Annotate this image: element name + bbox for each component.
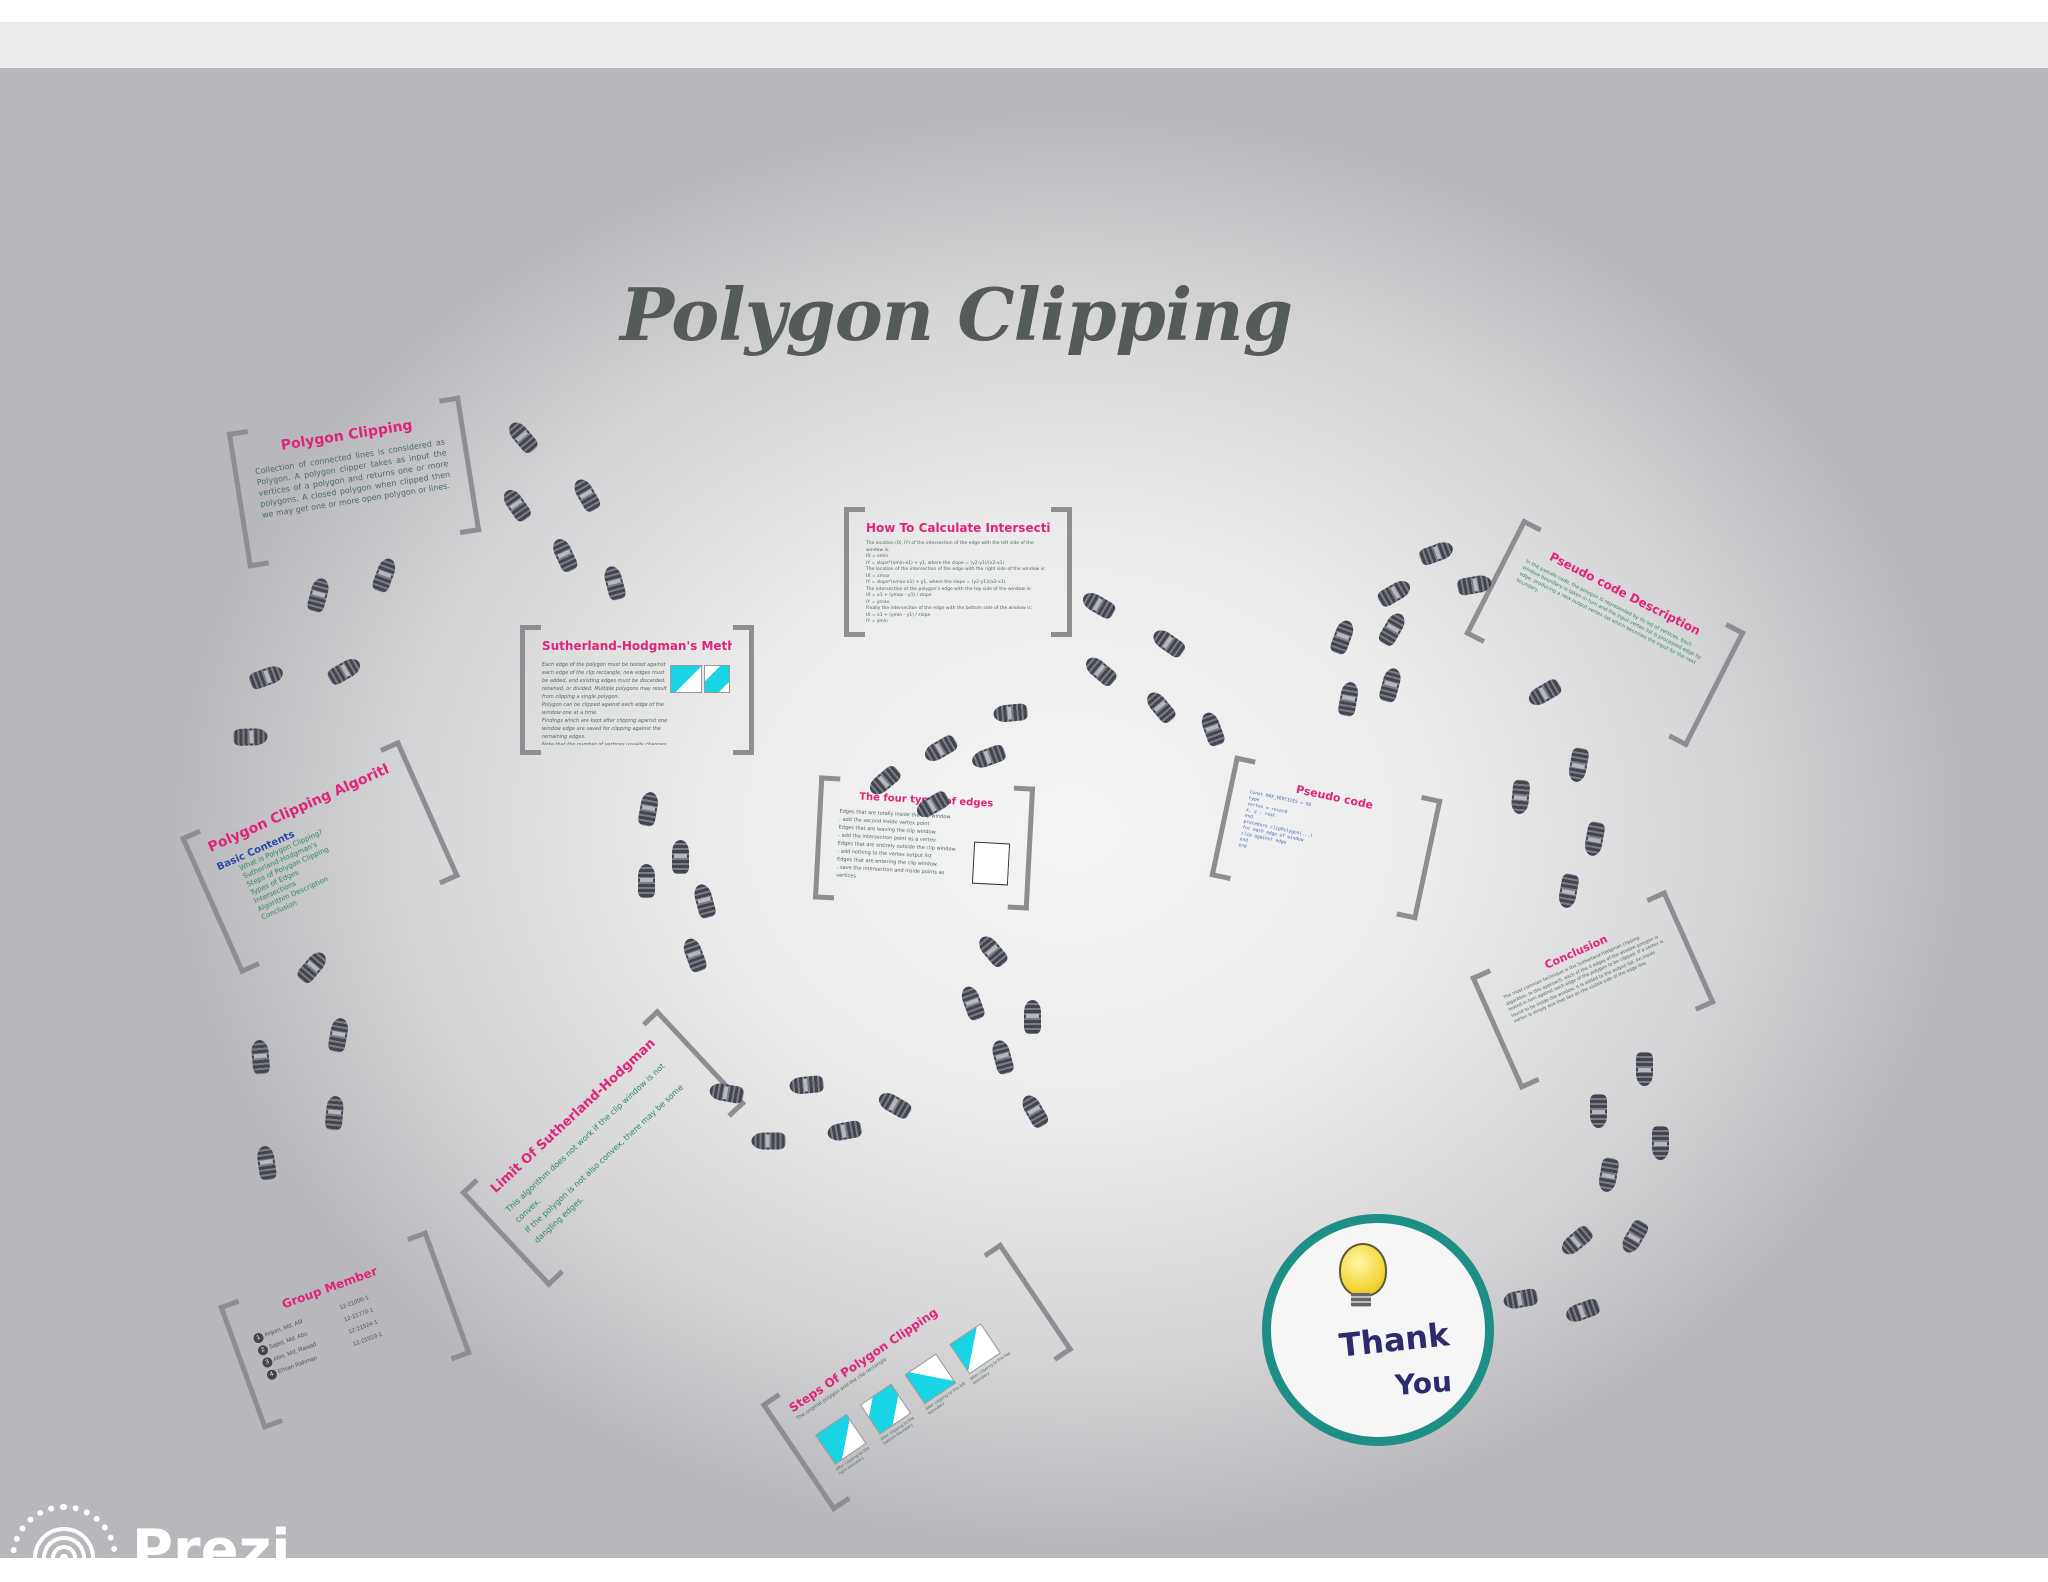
prezi-canvas[interactable]: Polygon Clipping Polygon Clipping Collec… [0,68,2048,1558]
frame-text: Edges that are totally inside the clip w… [836,808,957,880]
footprint-icon [1558,1223,1595,1259]
footprint-icon [1583,820,1606,858]
footprint-icon [691,882,718,920]
frame-group-member[interactable]: Group Member 1 Anjum, Md. Afif12-21006-1… [218,1230,472,1430]
footprint-icon [1510,779,1531,815]
footprint-icon [1079,589,1118,621]
footprint-icon [1328,618,1357,656]
footprint-icon [327,1016,350,1054]
clip-diagram-image [670,665,702,693]
footprint-icon [1198,710,1227,748]
footprint-icon [1597,1156,1620,1194]
footprint-icon [1590,1094,1607,1128]
frame-pseudo-code[interactable]: Pseudo code Const MAX_VERTICES = 50 type… [1209,755,1443,921]
footprint-icon [1417,539,1456,567]
bracket-right [1051,507,1072,637]
footprint-icon [549,536,580,574]
frame-sutherland-hodgman-method[interactable]: Sutherland-Hodgman's Method Each edge of… [520,625,754,755]
frame-how-to-calculate-intersections[interactable]: How To Calculate Intersections The locat… [844,507,1072,637]
footprint-icon [570,476,603,514]
frame-conclusion[interactable]: Conclusion The most common technique is … [1470,889,1716,1091]
footprint-icon [969,743,1008,771]
clip-diagram-image [704,665,730,693]
prezi-logo-icon [10,1504,118,1558]
prezi-logo-label: Prezi [132,1518,291,1558]
footprint-icon [247,663,286,691]
lightbulb-icon [1339,1243,1387,1297]
footprint-icon [1567,746,1590,784]
edge-types-diagram [971,841,1011,886]
footprint-icon [1018,1092,1051,1130]
footprint-icon [370,556,399,594]
footprint-icon [305,576,332,614]
frame-polygon-clipping-intro[interactable]: Polygon Clipping Collection of connected… [226,395,482,569]
footprint-icon [601,564,628,602]
frame-steps-of-polygon-clipping[interactable]: Steps Of Polygon Clipping The original p… [760,1242,1074,1512]
footprint-icon [992,703,1029,723]
footprint-icon [1376,610,1409,648]
thank-you-line-2: You [1393,1365,1453,1402]
lightbulb-base-icon [1351,1293,1371,1307]
frame-four-types-of-edges[interactable]: The four types of edges Edges that are t… [812,775,1036,911]
bracket-right [733,625,754,755]
footprint-icon [1082,653,1119,689]
footprint-icon [1502,1287,1539,1311]
page-bottom-bar [0,1558,2048,1582]
frame-title: Sutherland-Hodgman's Method [542,639,732,653]
frame-text: The location (IX, IY) of the intersectio… [866,541,1046,624]
footprint-icon [1143,688,1178,726]
footprint-icon [255,1144,278,1182]
footprint-icon [325,655,364,687]
frame-title: How To Calculate Intersections [866,521,1050,535]
footprint-icon [672,840,689,874]
footprint-icon [751,1132,786,1150]
footprint-icon [1377,666,1404,704]
footprint-icon [989,1038,1016,1076]
footprint-icon [1557,872,1580,910]
frame-polygon-clipping-algorithm[interactable]: Polygon Clipping Algorithm Basic Content… [179,739,461,975]
presentation-title: Polygon Clipping [620,272,1293,357]
footprint-icon [1636,1052,1653,1086]
footprint-icon [788,1075,825,1095]
thank-you-circle[interactable]: Thank You [1262,1214,1494,1446]
footprint-icon [499,486,534,524]
footprint-icon [295,948,330,986]
footprint-icon [505,418,540,456]
footprint-icon [1563,1297,1602,1325]
footprint-icon [1375,577,1414,609]
footprint-icon [638,864,655,898]
frame-pseudo-code-description[interactable]: Pseudo code Description In the pseudo co… [1464,518,1746,748]
footprint-icon [826,1119,863,1143]
footprint-icon [1149,626,1188,660]
frame-limit-of-sutherland-hodgman[interactable]: Limit Of Sutherland-Hodgman This algorit… [459,1008,747,1288]
footprint-icon [1024,1000,1041,1034]
footprint-icon [233,727,268,747]
footprint-icon [250,1039,271,1075]
footprint-icon [1525,677,1564,709]
footprint-icon [921,733,960,765]
frame-text: Each edge of the polygon must be tested … [542,662,668,745]
footprint-icon [637,790,660,828]
footprint-icon [1618,1218,1651,1256]
footprint-icon [1652,1126,1669,1160]
footprint-icon [958,984,987,1022]
footprint-icon [324,1095,345,1131]
browser-toolbar [0,22,2048,68]
footprint-icon [875,1089,914,1121]
footprint-icon [680,936,709,974]
thank-you-line-1: Thank [1337,1315,1451,1365]
bracket-left [844,507,865,637]
bracket-left [520,625,541,755]
footprint-icon [975,932,1010,970]
footprint-icon [1337,680,1360,718]
